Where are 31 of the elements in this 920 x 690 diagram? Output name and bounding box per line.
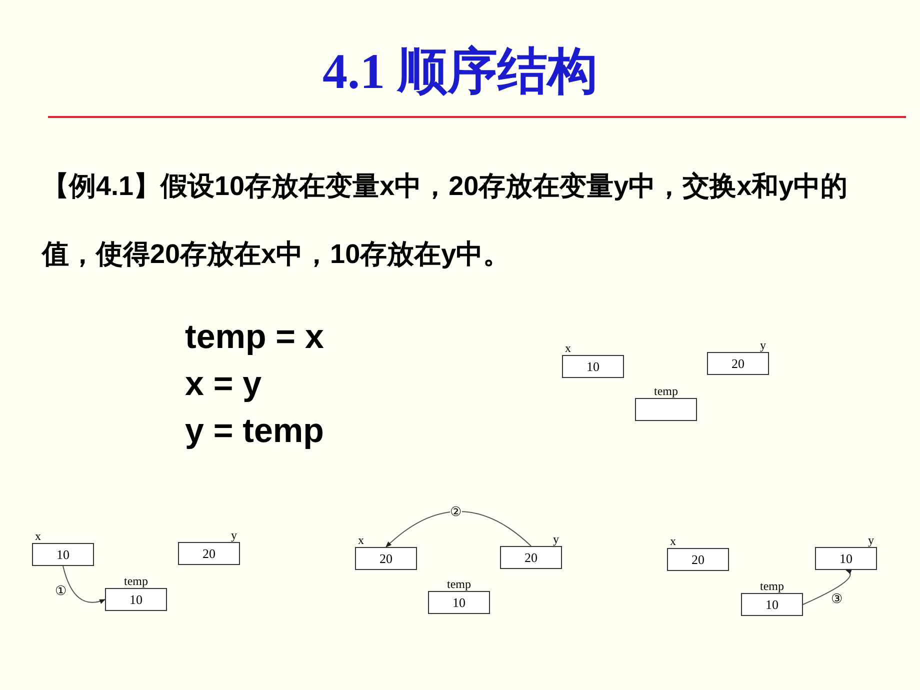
value-box: 10 <box>428 591 490 614</box>
variable-name: temp <box>759 578 785 594</box>
variable-name: x <box>34 528 42 544</box>
variable-name: y <box>552 531 560 547</box>
value-box: 20 <box>178 542 240 565</box>
value-box: 20 <box>355 547 417 570</box>
code-line: temp = x <box>185 318 324 357</box>
variable-name: y <box>867 532 875 548</box>
variable-name: x <box>669 533 677 549</box>
slide-title: 4.1 顺序结构 <box>322 42 598 101</box>
variable-name: temp <box>123 573 149 589</box>
variable-name: x <box>357 532 365 548</box>
arrow <box>62 566 106 604</box>
value-box: 10 <box>32 543 94 566</box>
example-text: 【例4.1】假设10存放在变量x中，20存放在变量y中，交换x和y中的值，使得20存放在x中，10存放在y中。 <box>42 170 849 271</box>
arrow <box>386 511 532 548</box>
value-box: 20 <box>500 546 562 569</box>
variable-name: temp <box>446 576 472 592</box>
value-box: 10 <box>562 355 624 378</box>
variable-name: y <box>230 527 238 543</box>
code-line: x = y <box>185 365 262 404</box>
variable-name: x <box>564 340 572 356</box>
value-box: 20 <box>667 548 729 571</box>
variable-name: y <box>759 337 767 353</box>
value-box: 20 <box>707 352 769 375</box>
code-line: y = temp <box>185 412 324 451</box>
variable-name: temp <box>653 383 679 399</box>
arrow <box>802 570 852 605</box>
value-box: 10 <box>741 593 803 616</box>
value-box: 10 <box>105 588 167 611</box>
value-box: 10 <box>815 547 877 570</box>
